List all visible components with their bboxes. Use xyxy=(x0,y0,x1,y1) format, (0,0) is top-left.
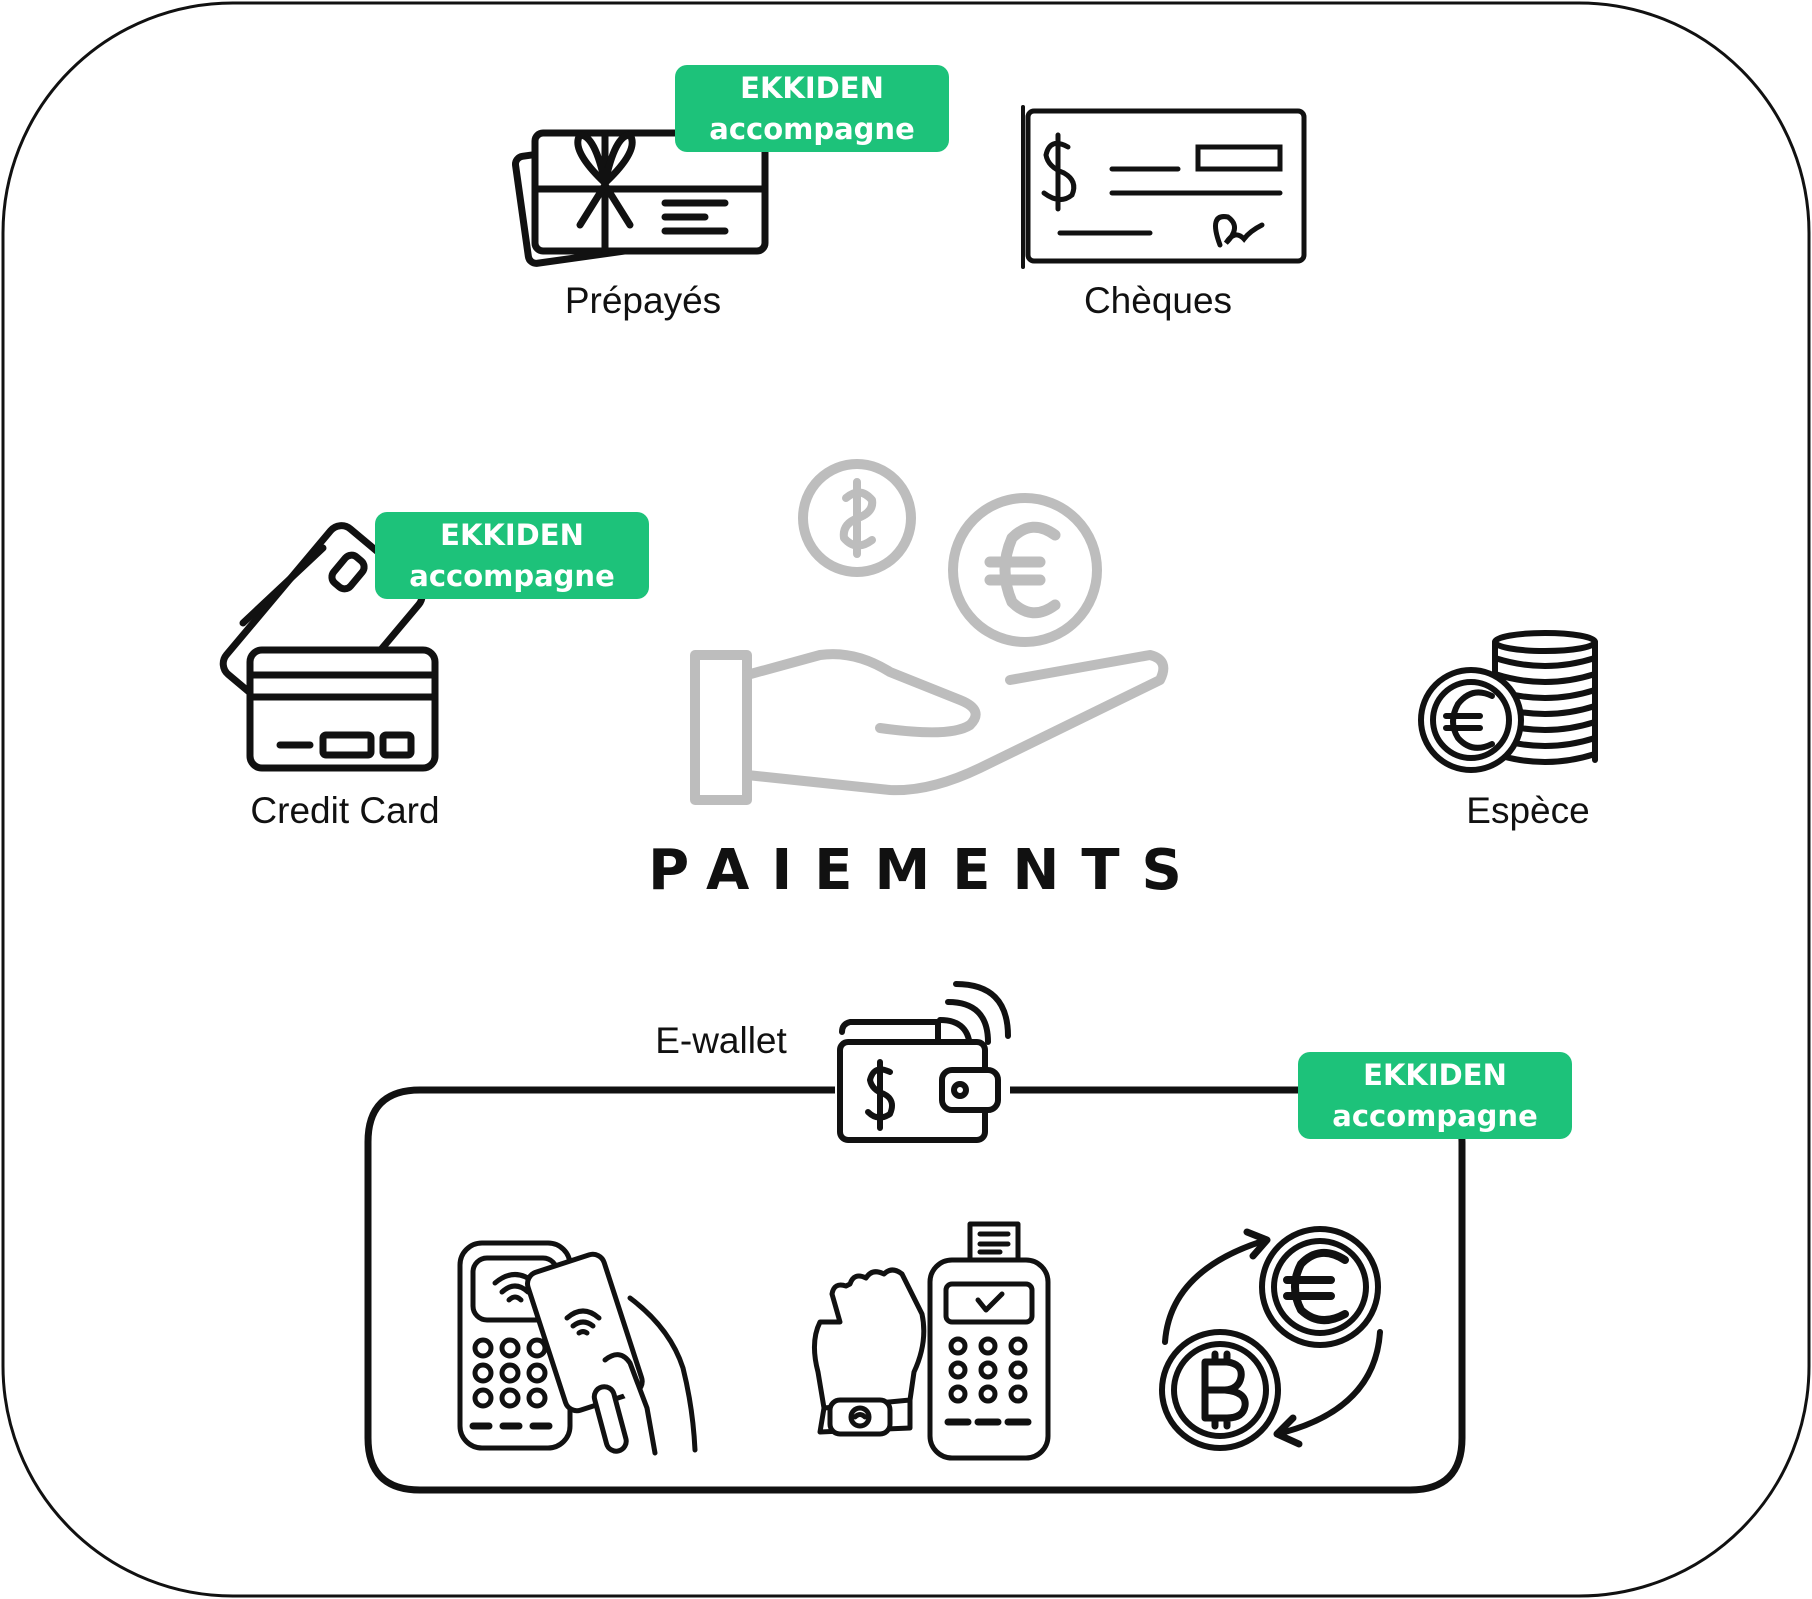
badge-line-2: accompagne xyxy=(709,111,915,146)
espece-label: Espèce xyxy=(1466,790,1590,831)
ekkiden-badge-credit-card: EKKIDEN accompagne xyxy=(375,512,649,599)
cheques-label: Chèques xyxy=(1083,280,1233,321)
contactless-wallet-icon xyxy=(837,981,1011,1143)
prepayes-label: Prépayés xyxy=(564,280,722,321)
crypto-exchange-icon xyxy=(1159,1226,1383,1451)
ekkiden-badge-prepayes: EKKIDEN accompagne xyxy=(675,65,949,152)
ekkiden-badge-ewallet: EKKIDEN accompagne xyxy=(1298,1052,1572,1139)
cheque-icon xyxy=(1021,105,1307,269)
credit-cards-icon xyxy=(219,522,439,772)
euro-coin-stack-icon xyxy=(1418,630,1598,773)
ewallet-label: E-wallet xyxy=(655,1020,787,1061)
badge-line-1: EKKIDEN xyxy=(440,517,584,552)
badge-line-1: EKKIDEN xyxy=(740,70,884,105)
page-title: PAIEMENTS xyxy=(648,838,1204,903)
hand-coins-icon xyxy=(690,459,1169,805)
badge-line-2: accompagne xyxy=(1332,1098,1538,1133)
badge-line-1: EKKIDEN xyxy=(1363,1057,1507,1092)
nfc-phone-terminal-icon xyxy=(457,1240,698,1456)
smartwatch-terminal-icon xyxy=(812,1221,1051,1461)
credit-card-label: Credit Card xyxy=(250,790,440,831)
gift-card-icon xyxy=(511,127,769,267)
badge-line-2: accompagne xyxy=(409,558,615,593)
